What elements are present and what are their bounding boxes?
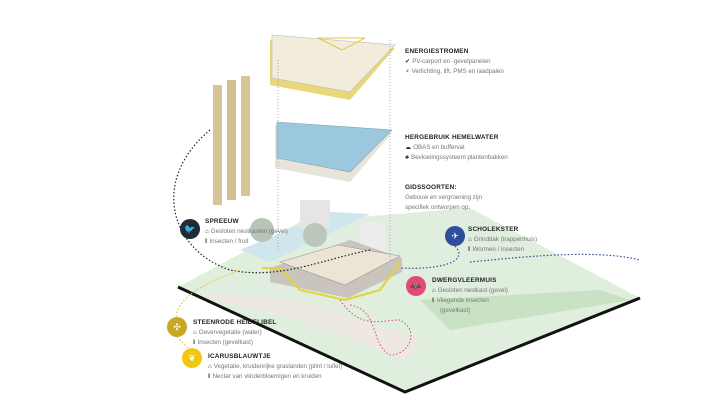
- energy-item: Verlichting, lift, PMS en laadpalen: [411, 68, 504, 75]
- road: [200, 292, 420, 360]
- home-icon: ⌂: [205, 228, 209, 235]
- scholekster-route-2: [469, 253, 641, 263]
- pv-roof-layer: [271, 34, 396, 93]
- species-food: Vliegende insecten: [436, 297, 489, 304]
- species-home: Gesloten nestkasten (gevel): [210, 228, 288, 235]
- green-route: [262, 261, 401, 302]
- species-name: ICARUSBLAUWTJE: [208, 353, 271, 360]
- oystercatcher-icon: ✈: [445, 226, 465, 246]
- cloud-icon: ☁: [405, 144, 412, 151]
- lamp-icon: ♆: [405, 68, 410, 75]
- energy-title: ENERGIESTROMEN: [405, 48, 469, 55]
- tree: [250, 218, 274, 242]
- ground-plane: [178, 208, 640, 392]
- home-icon: ⌂: [193, 329, 197, 336]
- species-home: Grinddak (trappenhuis): [473, 236, 538, 243]
- plant-icon: ♣: [405, 154, 410, 161]
- species-food: Insecten (gevelkast): [197, 339, 253, 346]
- species-home: Vegetatie, kruidenrijke graslanden (plin…: [213, 363, 343, 370]
- species-food: Insecten / fruit: [209, 238, 249, 245]
- water-item: OBAS en buffervat: [413, 144, 465, 151]
- guide-line-text: Gebouw en vergroening zijn: [405, 194, 483, 201]
- food-icon: ‖: [205, 238, 208, 245]
- species-home: Oevervegetatie (water): [198, 329, 262, 336]
- wood-post: [213, 85, 222, 205]
- species-scholekster: SCHOLEKSTER ⌂Grinddak (trappenhuis) ‖Wor…: [468, 225, 537, 255]
- species-spreeuw: SPREEUW ⌂Gesloten nestkasten (gevel) ‖In…: [205, 217, 288, 247]
- grass-strip: [420, 290, 630, 330]
- species-name: STEENRODE HEIDELIBEL: [193, 319, 277, 326]
- species-steenrode-heidelibel: STEENRODE HEIDELIBEL ⌂Oevervegetatie (wa…: [193, 318, 277, 348]
- species-food: Nectar van vlinderbloemigen en kruiden: [212, 373, 322, 380]
- species-name: DWERGVLEERMUIS: [432, 277, 497, 284]
- home-icon: ⌂: [208, 363, 212, 370]
- vleermuis-route: [339, 299, 412, 356]
- species-food: Wormen / insecten: [472, 246, 525, 253]
- butterfly-icon: ❦: [182, 348, 202, 368]
- water-item: Bevloeiingssysteem plantenbakken: [411, 154, 508, 161]
- food-icon: ‖: [468, 246, 471, 253]
- water-title: HERGEBRUIK HEMELWATER: [405, 134, 499, 141]
- species-icarusblauwtje: ICARUSBLAUWTJE ⌂Vegetatie, kruidenrijke …: [208, 352, 342, 382]
- tree: [303, 223, 327, 247]
- guide-block: GIDSSOORTEN: Gebouw en vergroening zijn …: [405, 183, 482, 213]
- species-dwergvleermuis: DWERGVLEERMUIS ⌂Gesloten nestkast (gevel…: [432, 276, 508, 316]
- food-icon: ‖: [432, 297, 435, 304]
- energy-item: PV-carport en -gevelpanelen: [412, 58, 491, 65]
- solar-panel-icon: ✔: [405, 58, 411, 65]
- sun-triangle: [317, 37, 366, 51]
- species-home: Gesloten nestkast (gevel): [437, 287, 508, 294]
- guide-title: GIDSSOORTEN:: [405, 184, 457, 191]
- species-food-detail: (gevelkast): [440, 307, 471, 314]
- energy-block: ENERGIESTROMEN ✔PV-carport en -gevelpane…: [405, 47, 504, 77]
- guide-line-text: specifiek ontworpen op:: [405, 204, 471, 211]
- wood-post: [241, 76, 250, 196]
- food-icon: ‖: [208, 373, 211, 380]
- water-block: HERGEBRUIK HEMELWATER ☁OBAS en buffervat…: [405, 133, 508, 163]
- home-icon: ⌂: [468, 236, 472, 243]
- home-icon: ⌂: [432, 287, 436, 294]
- starling-icon: 🐦: [180, 219, 200, 239]
- food-icon: ‖: [193, 339, 196, 346]
- species-name: SPREEUW: [205, 218, 239, 225]
- species-name: SCHOLEKSTER: [468, 226, 519, 233]
- dragonfly-icon: ✣: [167, 317, 187, 337]
- main-building-roof: [279, 244, 401, 286]
- ground-edge: [177, 285, 641, 394]
- wood-post: [227, 80, 236, 200]
- bat-icon: 🦇: [406, 276, 426, 296]
- water-layer: [276, 121, 393, 173]
